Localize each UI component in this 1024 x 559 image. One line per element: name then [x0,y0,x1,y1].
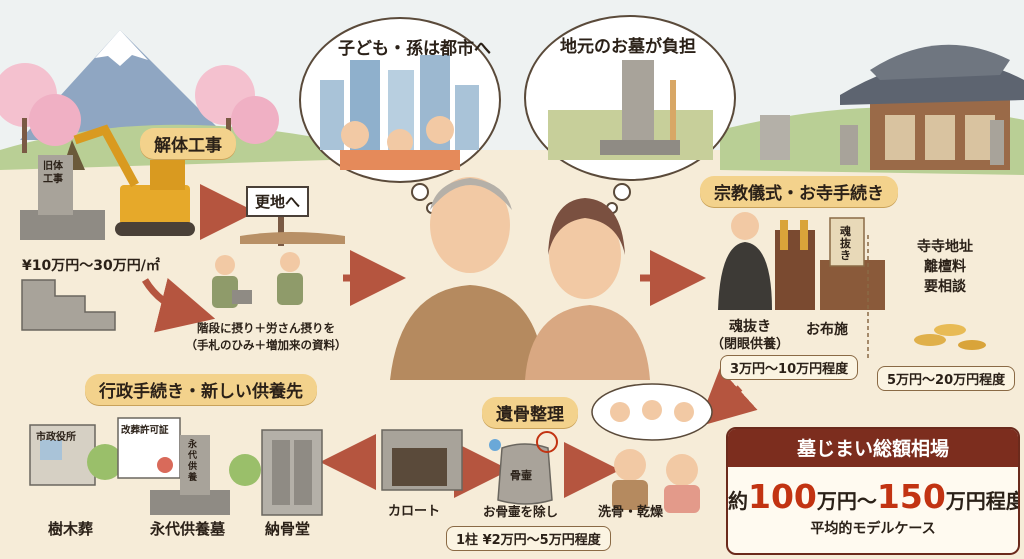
permit-document [117,417,181,479]
total-unit-1: 万円〜 [816,489,877,513]
total-heading: 墓じまい総額相場 [728,429,1018,467]
demolition-note-1: 階段に摂り＋労さん摂りを [197,321,335,335]
thought-bubble-grave [524,15,736,214]
religious-title: 宗教儀式・お寺手続き [700,176,898,207]
temple-illustration [760,44,1024,170]
total-prefix: 約 [728,489,748,513]
total-unit-2: 万円程度 [945,489,1020,513]
temple-cost: 5万円〜20万円程度 [877,366,1016,391]
temple-line-2: 離檀料 [924,259,966,275]
eye-closing-memorial: （閉眼供養） [710,337,789,352]
tablet-text: 魂抜き [840,225,851,262]
urn-removal-label: お骨壷を除し [483,504,559,519]
wash-dry-label: 洗骨・乾燥 [598,505,664,520]
city-hall-sign: 市政役所 [36,432,76,443]
demolition-cost: ¥10万円〜30万円/㎡ [22,258,160,274]
temple-line-1: 寺寺地址 [917,239,973,255]
total-subtitle: 平均的モデルケース [810,521,936,537]
sign-sarachi: 更地へ [246,186,310,217]
bubble-children-city: 子ども・孫は都市へ [338,39,491,59]
remains-title: 遺骨整理 [482,397,578,428]
stone-steps [21,279,116,331]
workers-illustration [212,252,303,308]
old-tombstone-text: 旧体工事 [43,161,63,185]
ceremony-cost: 3万円〜10万円程度 [720,355,859,380]
monk-and-altar [718,212,885,310]
soul-removal-label: 魂抜き [729,319,771,335]
urn-illustration [489,431,558,505]
total-high: 150 [876,477,946,516]
cherry-blossom-trees [0,63,279,153]
city-hall-building [29,424,123,486]
option-eitai-grave: 永代供養墓 [150,520,226,538]
total-low: 100 [748,477,817,516]
urn-label: 骨壷 [510,469,532,482]
family-washing-illustration [591,383,713,513]
option-ossuary: 納骨堂 [265,520,311,538]
thought-bubble-city [299,17,501,214]
coin-stack [914,324,986,350]
demolition-title: 解体工事 [140,128,236,159]
total-cost-box: 墓じまい総額相場 約100万円〜150万円程度 平均的モデルケース [726,427,1020,555]
administrative-title: 行政手続き・新しい供養先 [85,374,317,405]
karoto-label: カロート [388,504,441,519]
worried-couple [390,177,650,380]
old-tombstone [20,155,105,240]
temple-line-3: 要相談 [924,279,966,295]
ossuary-building [261,429,323,516]
remains-cost: 1柱 ¥2万円〜5万円程度 [446,526,611,551]
karoto-chamber [381,429,463,491]
signpost [240,210,345,246]
excavator-illustration [62,124,195,236]
eitai-memorial [150,435,261,515]
permit-label: 改葬許可証 [121,425,169,436]
total-amount: 約100万円〜150万円程度 [728,477,1018,516]
flow-arrows [141,184,758,498]
offering-label: お布施 [806,322,848,338]
option-tree-burial: 樹木葬 [48,520,94,538]
bubble-grave-burden: 地元のお墓が負担 [560,37,696,57]
eitai-stone-text: 永代供養 [188,440,198,483]
demolition-note-2: （手札のひみ＋増加来の資料） [185,338,347,352]
